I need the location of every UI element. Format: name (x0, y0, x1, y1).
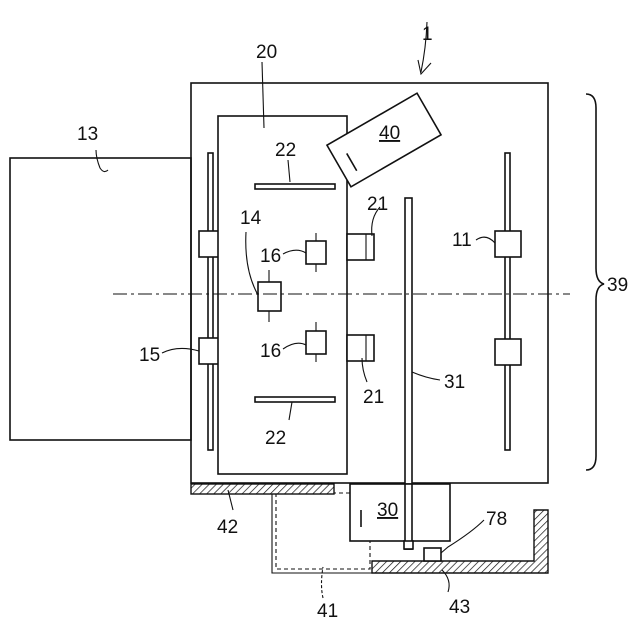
label-tab-lower: 21 (363, 387, 384, 408)
label-left-floor: 42 (217, 517, 238, 538)
label-unit-40: 40 (379, 123, 400, 144)
label-right-block: 11 (452, 230, 472, 251)
label-rod: 31 (444, 372, 465, 393)
label-plate-upper: 22 (275, 140, 296, 161)
rod-31-foot (404, 541, 413, 549)
right-block-11 (495, 231, 521, 257)
right-rail (505, 153, 510, 450)
right-block-lower (495, 339, 521, 365)
sensor-78 (424, 548, 441, 561)
floor-42 (191, 484, 334, 494)
left-rail (208, 153, 213, 450)
label-left-block: 15 (139, 345, 160, 366)
label-range: 39 (607, 275, 628, 296)
stage-20 (218, 116, 347, 474)
tab-21-upper (347, 234, 374, 260)
label-tab-upper: 21 (367, 194, 388, 215)
outer-block-13 (10, 158, 191, 440)
unit-30 (350, 484, 450, 541)
label-dashed-area: 41 (317, 601, 338, 622)
label-center-part: 14 (240, 208, 262, 229)
plate-22-lower (255, 397, 335, 402)
label-device: 1 (422, 24, 433, 45)
label-unit-30: 30 (377, 500, 398, 521)
range-brace-39 (586, 94, 604, 470)
label-sensor: 78 (486, 509, 507, 530)
rod-31-lower (405, 484, 412, 549)
label-small-part-lower: 16 (260, 341, 281, 362)
label-plate-lower: 22 (265, 428, 286, 449)
label-outer-block: 13 (77, 124, 98, 145)
plate-22-upper (255, 184, 335, 189)
tab-21-lower (347, 335, 374, 361)
label-small-part-upper: 16 (260, 246, 281, 267)
label-stage: 20 (256, 42, 277, 63)
label-right-floor: 43 (449, 597, 470, 618)
